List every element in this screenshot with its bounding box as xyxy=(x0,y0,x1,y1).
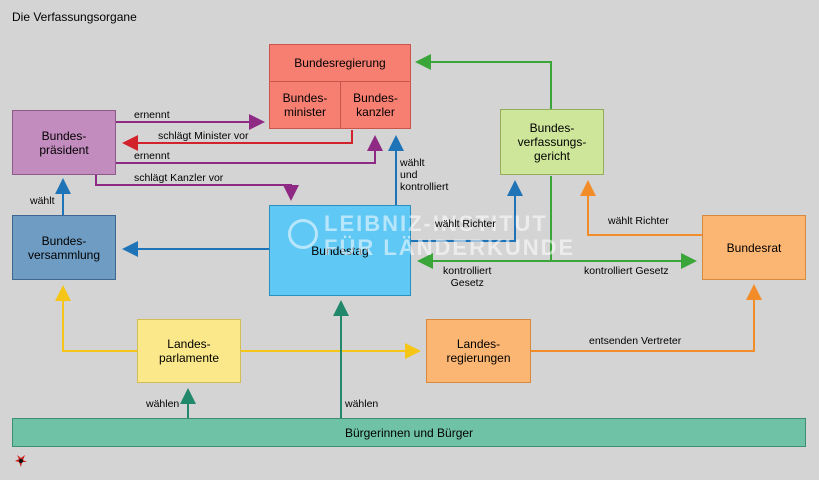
bundesminister-label: Bundes- minister xyxy=(282,91,328,119)
label-ernennt-1: ernennt xyxy=(134,109,170,121)
arrow-ernennt-kanzler xyxy=(116,135,383,164)
arrow-schlaegt-kanzler xyxy=(95,175,299,201)
bundespraesident-label: Bundes- präsident xyxy=(39,128,89,157)
landesparlamente-label: Landes- parlamente xyxy=(158,337,220,365)
buerger-label: Bürgerinnen und Bürger xyxy=(344,425,474,440)
bundeskanzler-label: Bundes- kanzler xyxy=(353,91,398,119)
arrow-waehlt-richter-br xyxy=(580,180,702,236)
page-title: Die Verfassungsorgane xyxy=(12,10,137,24)
landesregierungen-box: Landes- regierungen xyxy=(426,319,531,383)
bundestag-box: Bundestag xyxy=(269,205,411,296)
bundestag-label: Bundestag xyxy=(311,243,369,258)
bundesrat-box: Bundesrat xyxy=(702,215,806,280)
label-waehlen-1: wählen xyxy=(146,398,180,410)
bundesversammlung-label: Bundes- versammlung xyxy=(27,233,101,262)
landesparlamente-box: Landes- parlamente xyxy=(137,319,241,383)
label-kontrolliert-gesetz-2: kontrolliert Gesetz xyxy=(584,265,669,277)
label-schlaegt-kanzler: schlägt Kanzler vor xyxy=(134,172,224,184)
label-entsenden: entsenden Vertreter xyxy=(589,335,682,347)
label-waehlt-richter-2: wählt Richter xyxy=(608,215,669,227)
watermark: LEIBNIZ-INSTITUT FÜR LÄNDERKUNDE xyxy=(324,211,576,260)
bundesrat-label: Bundesrat xyxy=(726,240,782,255)
arrow-waehlt-richter-bt xyxy=(411,180,523,242)
bundesverfassungsgericht-box: Bundes- verfassungs- gericht xyxy=(500,109,604,175)
bundesregierung-label: Bundesregierung xyxy=(294,56,386,70)
label-waehlt-kontrolliert: wählt und kontrolliert xyxy=(400,157,449,193)
arrow-parlamente-versammlung xyxy=(55,285,137,352)
label-ernennt-2: ernennt xyxy=(134,150,170,162)
bundesverfassungsgericht-label: Bundes- verfassungs- gericht xyxy=(517,121,587,163)
buerger-box: Bürgerinnen und Bürger xyxy=(12,418,806,447)
arrow-entsenden xyxy=(531,284,762,352)
label-schlaegt-minister: schlägt Minister vor xyxy=(158,130,249,142)
label-waehlen-2: wählen xyxy=(345,398,379,410)
bundespraesident-box: Bundes- präsident xyxy=(12,110,116,175)
arrow-gericht-regierung xyxy=(415,54,552,109)
bundeskanzler-box: Bundes- kanzler xyxy=(340,81,411,129)
label-waehlt: wählt xyxy=(30,195,55,207)
copyright-icon xyxy=(288,219,318,249)
ifl-logo-icon xyxy=(15,455,27,467)
label-kontrolliert-gesetz-1: kontrolliert Gesetz xyxy=(443,265,492,289)
landesregierungen-label: Landes- regierungen xyxy=(446,337,511,365)
bundesminister-box: Bundes- minister xyxy=(269,81,341,129)
arrow-schlaegt-minister xyxy=(122,130,353,151)
bundesversammlung-box: Bundes- versammlung xyxy=(12,215,116,280)
label-waehlt-richter-1: wählt Richter xyxy=(435,218,496,230)
